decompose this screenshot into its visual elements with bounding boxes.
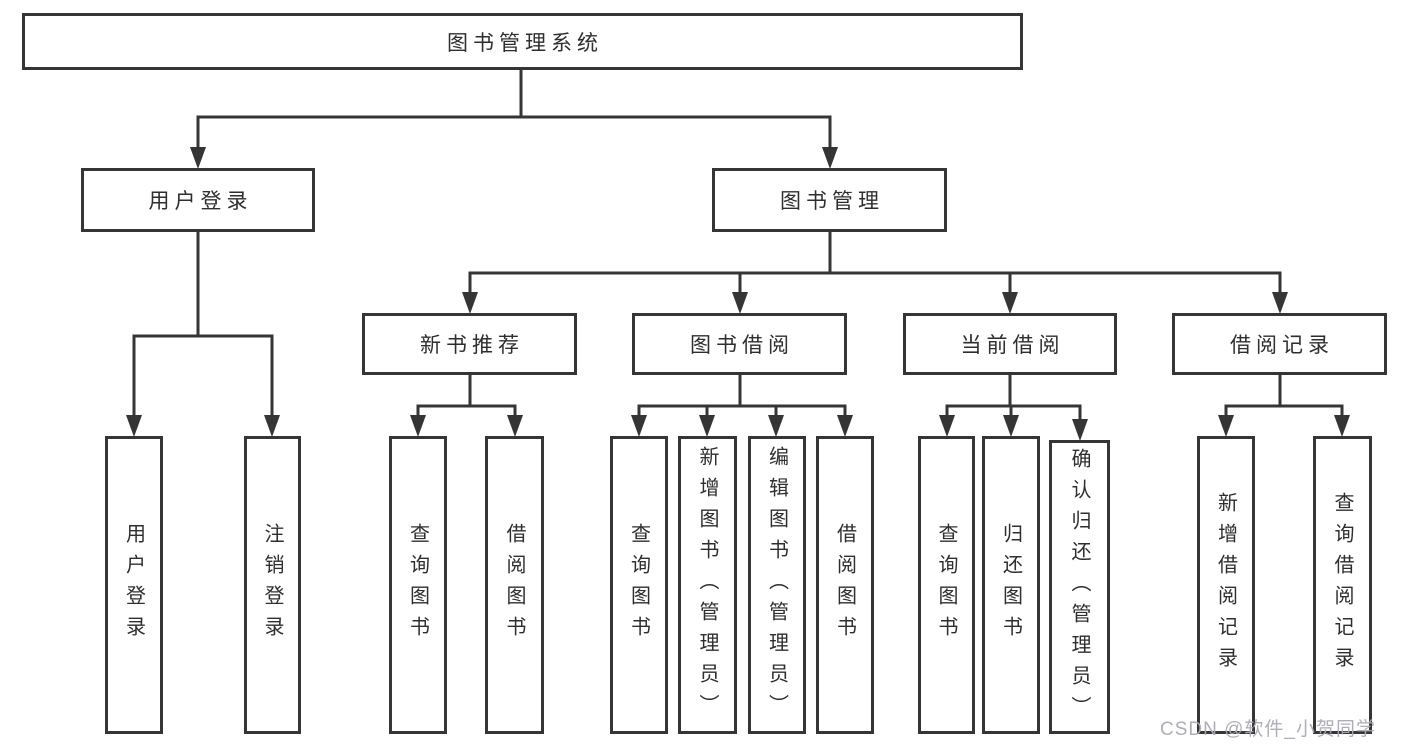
node-book-borrowing: 图书借阅 bbox=[632, 313, 847, 375]
node-newbook-query-books: 查询图书 bbox=[389, 436, 447, 734]
node-return-books: 归还图书 bbox=[982, 436, 1040, 734]
node-book-management-system: 图书管理系统 bbox=[22, 13, 1023, 70]
node-user-login: 用户登录 bbox=[105, 436, 163, 734]
node-borrowing-records: 借阅记录 bbox=[1172, 313, 1387, 375]
node-new-book-recommend: 新书推荐 bbox=[362, 313, 577, 375]
node-borrow-query-books: 查询图书 bbox=[610, 436, 668, 734]
node-book-management: 图书管理 bbox=[712, 168, 947, 232]
csdn-watermark: CSDN @软件_小贺同学 bbox=[1160, 719, 1376, 740]
node-newbook-borrow-books: 借阅图书 bbox=[485, 436, 544, 734]
node-query-borrow-record: 查询借阅记录 bbox=[1313, 436, 1372, 734]
connector-currentborrow-to-children bbox=[939, 375, 1088, 441]
connector-borrowrecord-to-children bbox=[1218, 375, 1350, 437]
node-current-borrowing: 当前借阅 bbox=[903, 313, 1117, 375]
node-confirm-return-admin: 确认归还（管理员） bbox=[1049, 440, 1110, 734]
node-borrow-books: 借阅图书 bbox=[816, 436, 874, 734]
node-edit-books-admin: 编辑图书（管理员） bbox=[748, 436, 806, 734]
connector-bookmgmt-to-level3 bbox=[462, 232, 1288, 314]
node-add-borrow-record: 新增借阅记录 bbox=[1197, 436, 1255, 734]
node-logout: 注销登录 bbox=[244, 436, 301, 734]
node-user-login-group: 用户登录 bbox=[81, 168, 315, 232]
node-add-books-admin: 新增图书（管理员） bbox=[678, 436, 737, 734]
connector-bookborrow-to-children bbox=[631, 375, 853, 437]
connector-root-to-level2 bbox=[190, 69, 838, 169]
connector-newbook-to-children bbox=[410, 375, 523, 437]
node-current-query-books: 查询图书 bbox=[918, 436, 975, 734]
connector-login-to-children bbox=[126, 232, 280, 437]
